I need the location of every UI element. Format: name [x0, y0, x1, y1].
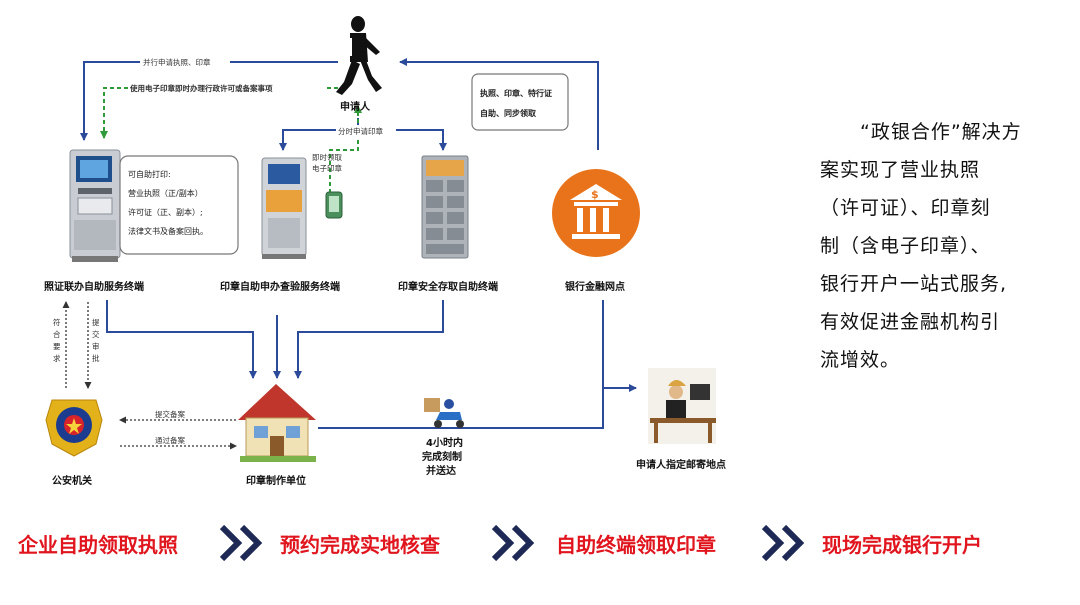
edge-labels: 并行申请执照、印章 使用电子印章即时办理行政许可或备案事项 分时申请印章 即时领… — [53, 55, 396, 445]
label-pass-filing: 通过备案 — [155, 435, 185, 445]
police-label: 公安机关 — [52, 474, 92, 487]
edge-bank-to-applicant — [399, 58, 599, 150]
side-line: 流增效。 — [820, 349, 901, 371]
edge-apply-parallel — [80, 61, 338, 141]
edge-storage-to-maker — [294, 300, 444, 379]
step-4: 现场完成银行开户 — [822, 533, 982, 557]
kiosk-icon — [69, 149, 121, 262]
label-meet-req-4: 求 — [53, 353, 61, 363]
svg-text:$: $ — [591, 188, 599, 201]
label-submit-filing: 提交备案 — [155, 409, 185, 419]
courier-line-3: 并送达 — [426, 464, 456, 477]
phone-e-seal-icon — [325, 191, 343, 219]
self-print-line-2: 营业执照（正/副本） — [128, 188, 203, 198]
edge-license-to-maker — [106, 300, 257, 379]
label-apply-parallel: 并行申请执照、印章 — [143, 57, 211, 67]
label-submit-approval-4: 批 — [92, 353, 100, 363]
license-terminal-label: 照证联办自助服务终端 — [44, 280, 144, 293]
locker-icon — [421, 155, 469, 259]
courier-node: 4小时内 完成刻制 并送达 — [422, 398, 464, 477]
seal-maker-label: 印章制作单位 — [246, 474, 306, 487]
label-instant-e-seal-1: 即时领取 — [312, 152, 342, 162]
police-emblem-icon — [45, 399, 103, 457]
bank-pickup-line-2: 自助、同步领取 — [480, 108, 536, 118]
step-3: 自助终端领取印章 — [556, 533, 716, 557]
process-flow: 企业自助领取执照 预约完成实地核查 自助终端领取印章 现场完成银行开户 — [0, 515, 1080, 571]
side-line: （许可证）、印章刻 — [820, 197, 991, 219]
delivery-scooter-icon — [424, 398, 464, 428]
label-instant-e-seal-2: 电子印章 — [312, 163, 342, 173]
seal-check-terminal-node: 印章自助申办查验服务终端 — [220, 157, 343, 293]
bank-label: 银行金融网点 — [565, 280, 625, 293]
bank-pickup-line-1: 执照、印章、特行证 — [480, 88, 552, 98]
double-chevron-icon — [219, 524, 263, 562]
applicant-node: 申请人 — [336, 16, 382, 113]
label-submit-approval-3: 审 — [92, 341, 100, 351]
courier-line-2: 完成刻制 — [422, 450, 462, 463]
kiosk-icon — [261, 157, 307, 259]
label-use-e-seal: 使用电子印章即时办理行政许可或备案事项 — [129, 83, 273, 93]
police-connectors — [62, 301, 237, 450]
office-worker-icon — [648, 368, 716, 444]
label-meet-req-2: 合 — [53, 329, 61, 339]
side-line: “政银合作”解决方 — [860, 121, 1022, 143]
self-print-line-3: 许可证（正、副本）; — [128, 207, 203, 217]
edge-maker-to-mail — [318, 384, 637, 429]
mail-address-label: 申请人指定邮寄地点 — [636, 458, 726, 471]
bank-node: $ 银行金融网点 — [552, 169, 640, 293]
seal-maker-node: 印章制作单位 — [238, 384, 316, 487]
mail-address-node: 申请人指定邮寄地点 — [636, 368, 726, 471]
side-description: “政银合作”解决方 案实现了营业执照 （许可证）、印章刻 制（含电子印章）、 银… — [820, 113, 1040, 379]
self-print-note: 可自助打印: 营业执照（正/副本） 许可证（正、副本）; 法律文书及备案回执。 — [119, 155, 239, 255]
seal-storage-terminal-node: 印章安全存取自助终端 — [398, 155, 498, 293]
bank-icon: $ — [552, 169, 640, 257]
house-icon — [238, 384, 316, 462]
walking-person-icon — [336, 16, 382, 95]
label-split-apply: 分时申请印章 — [338, 126, 383, 136]
edge-split-left — [279, 129, 358, 151]
courier-line-1: 4小时内 — [426, 436, 463, 449]
seal-check-terminal-label: 印章自助申办查验服务终端 — [220, 280, 340, 293]
side-line: 银行开户一站式服务, — [820, 273, 1008, 295]
label-submit-approval-2: 交 — [92, 329, 100, 339]
self-print-line-1: 可自助打印: — [128, 169, 171, 179]
applicant-label: 申请人 — [340, 100, 371, 113]
seal-storage-terminal-label: 印章安全存取自助终端 — [398, 280, 498, 293]
police-node: 公安机关 — [45, 399, 103, 487]
license-terminal-node: 照证联办自助服务终端 — [44, 149, 144, 293]
step-1: 企业自助领取执照 — [18, 533, 178, 557]
label-meet-req-3: 要 — [53, 342, 61, 351]
side-line: 有效促进金融机构引 — [820, 311, 1001, 333]
side-line: 案实现了营业执照 — [820, 159, 981, 181]
side-line: 制（含电子印章）、 — [820, 235, 991, 257]
connectors — [80, 58, 637, 429]
double-chevron-icon — [491, 524, 535, 562]
step-2: 预约完成实地核查 — [280, 533, 440, 557]
bank-pickup-note: 执照、印章、特行证 自助、同步领取 — [471, 73, 569, 131]
label-meet-req-1: 符 — [53, 317, 61, 327]
double-chevron-icon — [761, 524, 805, 562]
self-print-line-4: 法律文书及备案回执。 — [128, 226, 208, 236]
label-submit-approval-1: 提 — [92, 317, 100, 327]
